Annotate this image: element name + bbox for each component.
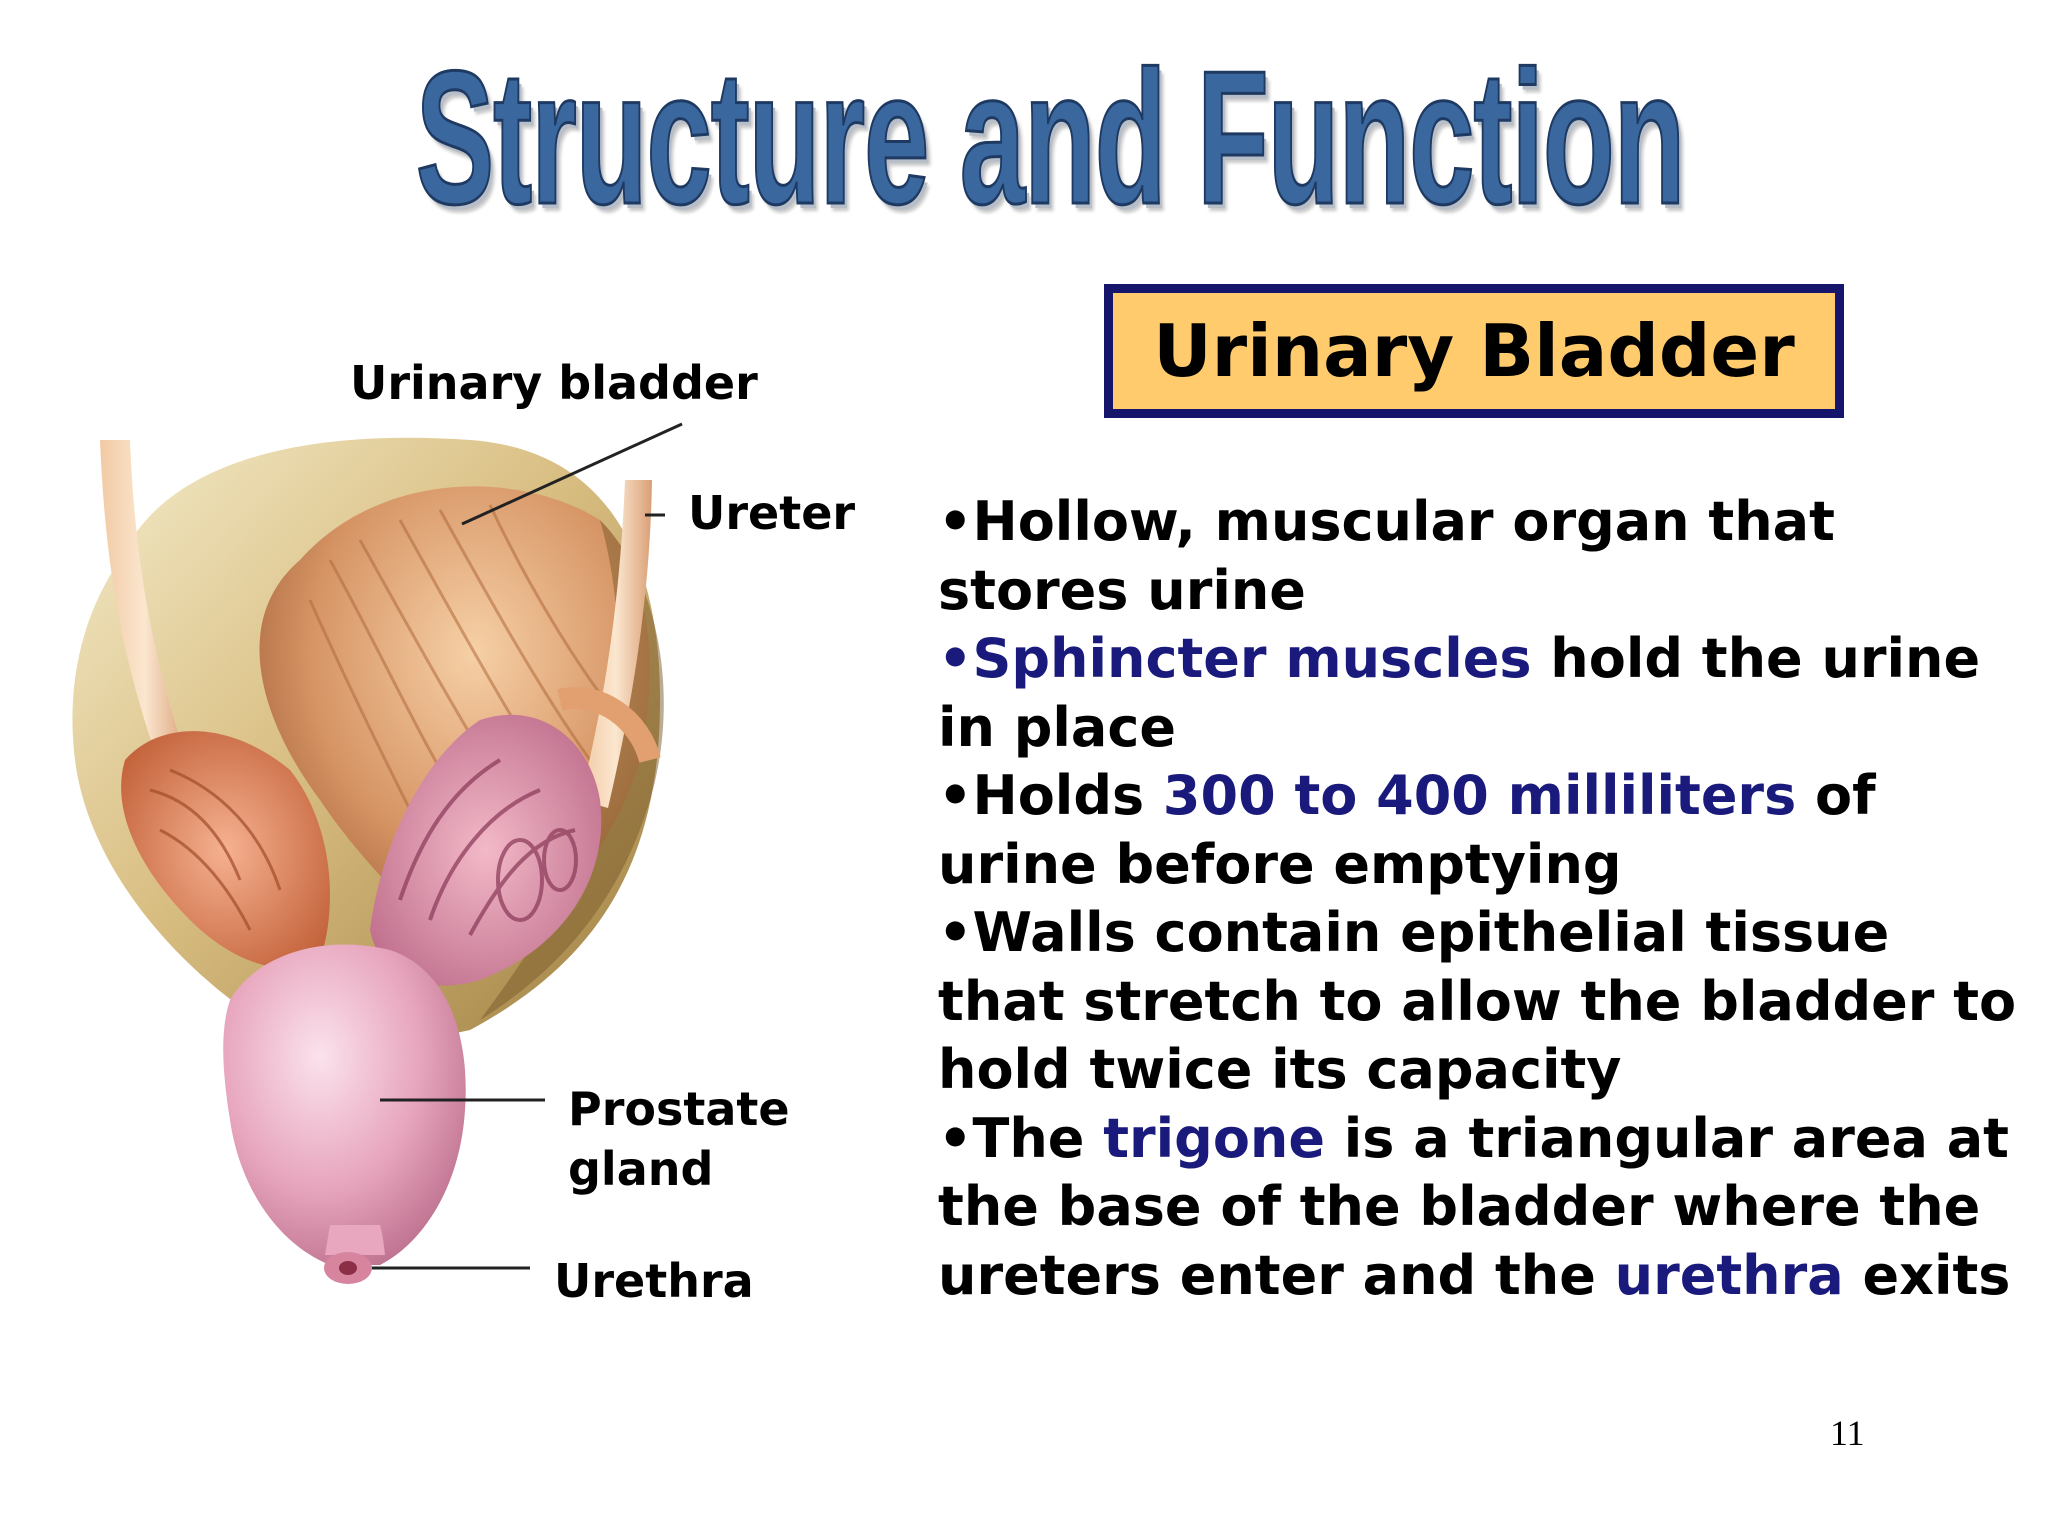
bladder-shadow [480,520,664,1020]
label-prostate: Prostate [568,1082,790,1136]
bullet-item: •Hollow, muscular organ that stores urin… [938,490,1835,622]
page-number: 11 [1830,1413,1865,1453]
prostate-gland [223,944,466,1265]
slide-title-text: Structure and Function [415,32,1687,244]
label-urethra: Urethra [554,1254,754,1308]
bullet-item: •Walls contain epithelial tissue that st… [938,901,2017,1101]
label-urinary-bladder: Urinary bladder [350,356,758,410]
label-ureter: Ureter [688,486,856,540]
slide-title: Structure and Function [380,28,1720,248]
bullet-item: •Sphincter muscles hold the urine in pla… [938,627,1981,759]
ampulla-right [370,714,602,986]
urethra-stub [325,1225,385,1255]
left-ureter [100,440,190,780]
heading-box: Urinary Bladder [1104,284,1844,418]
label-gland: gland [568,1142,714,1196]
bullet-item: •The trigone is a triangular area at the… [938,1106,2011,1307]
heading-text: Urinary Bladder [1153,309,1795,393]
right-ureter [580,480,652,808]
bullet-item: •Holds 300 to 400 milliliters of urine b… [938,764,1876,896]
bullet-list: •Hollow, muscular organ that stores urin… [938,488,2028,1310]
